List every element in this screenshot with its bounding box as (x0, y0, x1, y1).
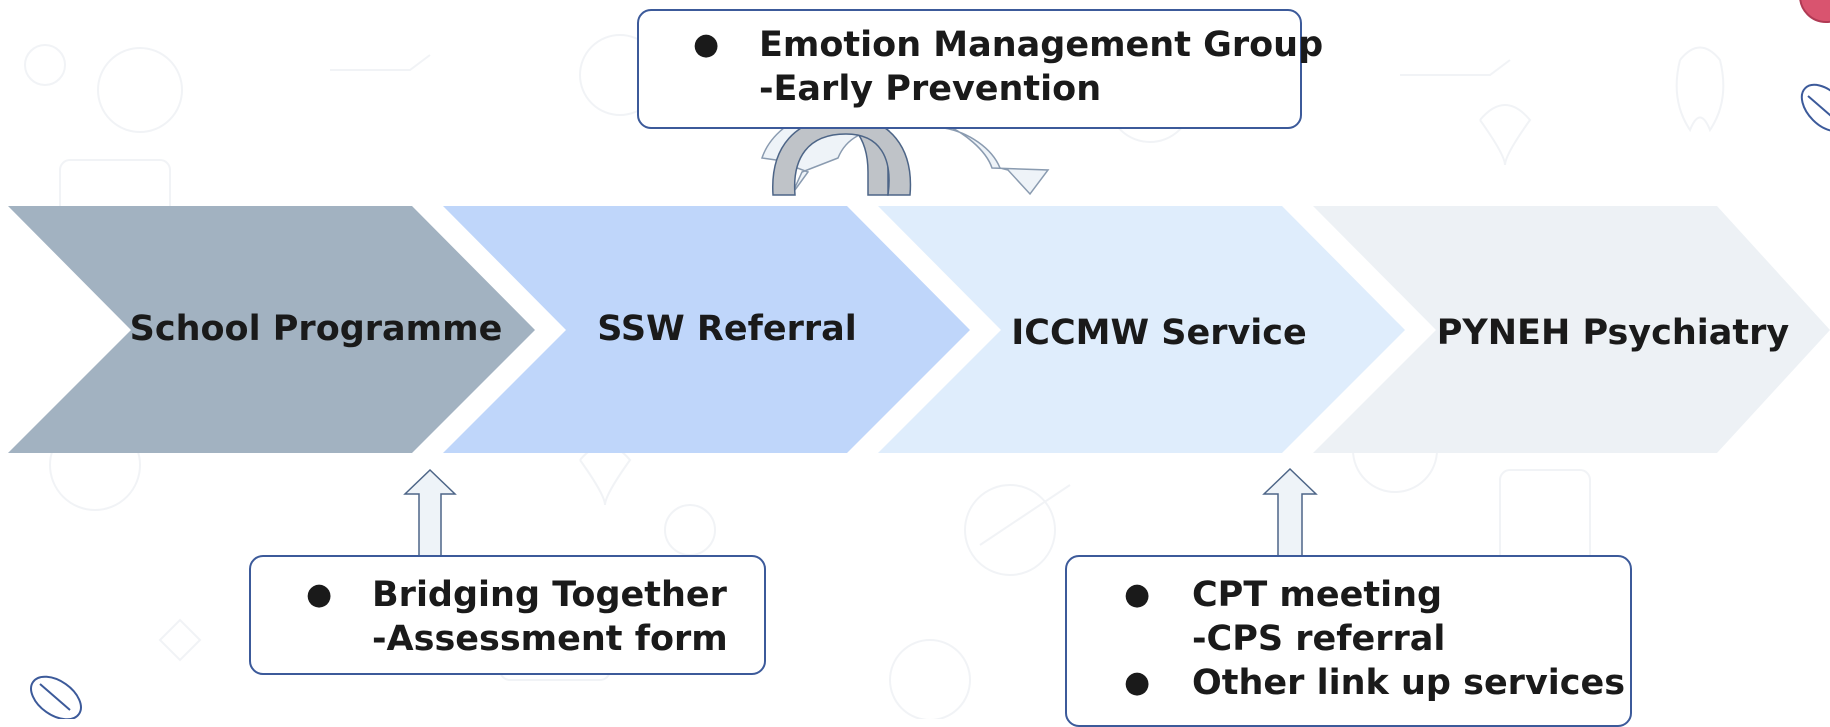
step-label-pyneh-psychiatry: PYNEH Psychiatry (1437, 313, 1790, 353)
step-ssw-referral (443, 206, 970, 453)
pattern-cross-icon (158, 618, 202, 662)
bullet-icon: ● (693, 27, 720, 62)
pill-icon (30, 675, 82, 719)
pattern-circle-icon (889, 639, 971, 719)
pattern-syringe-icon (979, 484, 1071, 546)
callout-bridging-together: ● Bridging Together -Assessment form (249, 555, 766, 675)
callout-item: ● Bridging Together -Assessment form (251, 573, 764, 661)
pattern-tooth-icon (1675, 46, 1725, 133)
callout-early-prevention: ● Emotion Management Group -Early Preven… (637, 9, 1324, 129)
callout-item-subtitle: -Early Prevention (759, 69, 1102, 109)
step-iccmw-service (878, 206, 1405, 453)
callout-cpt-meeting: ● CPT meeting -CPS referral ● Other link… (1065, 555, 1632, 727)
callout-list: ● Bridging Together -Assessment form (251, 573, 764, 661)
callout-item: ● CPT meeting -CPS referral (1067, 573, 1630, 661)
callout-item-title: Bridging Together (372, 575, 727, 615)
step-label-iccmw-service: ICCMW Service (1011, 313, 1307, 353)
callout-list: ● CPT meeting -CPS referral ● Other link… (1067, 573, 1630, 705)
callout-item-title: Emotion Management Group (759, 25, 1324, 65)
up-arrow-icon (403, 468, 457, 568)
step-label-ssw-referral: SSW Referral (597, 309, 856, 349)
bullet-icon: ● (306, 577, 333, 612)
bullet-icon: ● (1124, 665, 1151, 700)
callout-item-title: CPT meeting (1192, 575, 1443, 615)
step-pyneh-psychiatry (1313, 206, 1830, 453)
curve-arch-icon (772, 116, 912, 196)
callout-item-title: Other link up services (1192, 663, 1626, 703)
pattern-syringe-icon (330, 54, 431, 71)
pill-icon (1800, 83, 1830, 133)
pattern-heart-icon (1479, 104, 1532, 166)
callout-item: ● Other link up services (1067, 661, 1630, 705)
pattern-circle-icon (97, 47, 183, 133)
callout-list: ● Emotion Management Group -Early Preven… (639, 23, 1324, 111)
pattern-syringe-icon (1400, 59, 1511, 76)
callout-item-subtitle: -CPS referral (1192, 619, 1446, 659)
bullet-icon: ● (1124, 577, 1151, 612)
corner-circle-icon (1799, 0, 1830, 23)
step-school-programme (8, 206, 535, 453)
pattern-circle-icon (964, 484, 1056, 576)
step-label-school-programme: School Programme (130, 309, 503, 349)
callout-item-subtitle: -Assessment form (372, 619, 728, 659)
pattern-circle-icon (24, 44, 66, 86)
callout-item: ● Emotion Management Group -Early Preven… (639, 23, 1324, 111)
